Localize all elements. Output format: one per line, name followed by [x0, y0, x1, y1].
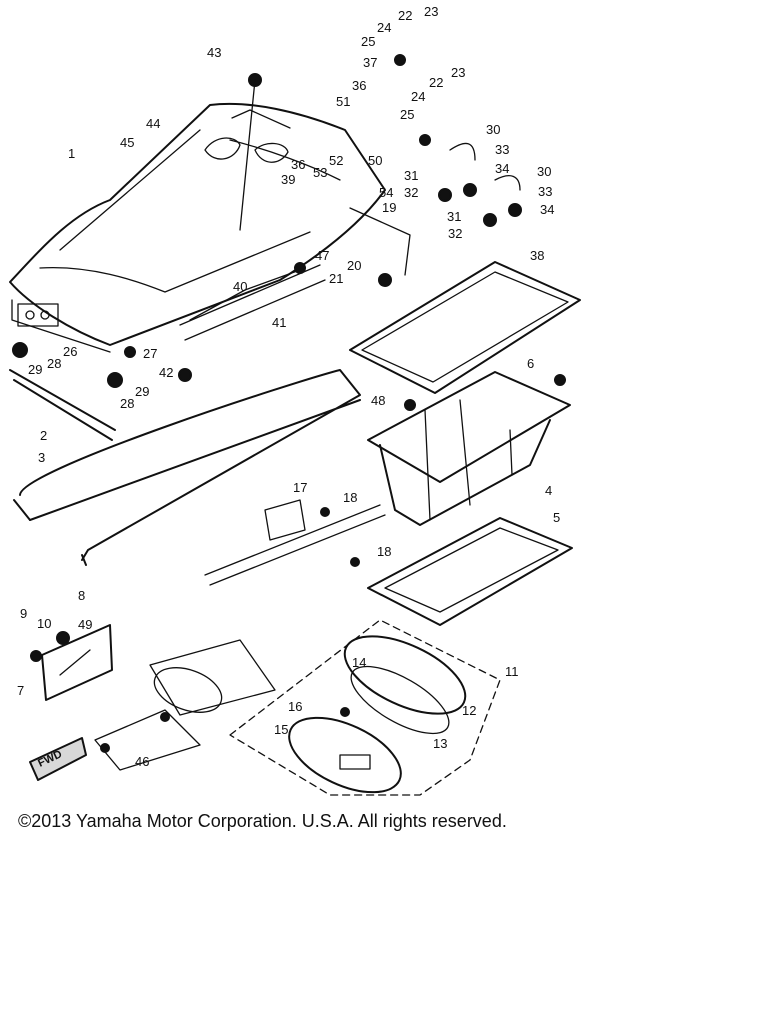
callout-44: 44 [146, 116, 160, 131]
callout-37: 37 [363, 55, 377, 70]
callout-34a: 34 [495, 161, 509, 176]
callout-17: 17 [293, 480, 307, 495]
callout-51: 51 [336, 94, 350, 109]
callout-46: 46 [135, 754, 149, 769]
callout-15: 15 [274, 722, 288, 737]
callout-30a: 30 [486, 122, 500, 137]
callout-14: 14 [352, 655, 366, 670]
parts-exploded-diagram: FWD 1 2 3 4 5 6 7 8 [9, 4, 581, 796]
callout-33a: 33 [495, 142, 509, 157]
callout-1: 1 [68, 146, 75, 161]
callout-39: 39 [281, 172, 295, 187]
callout-47: 47 [315, 248, 329, 263]
callout-8: 8 [78, 588, 85, 603]
callout-labels: 1 2 3 4 5 6 7 8 9 10 11 12 13 14 15 16 1… [17, 4, 560, 769]
callout-43: 43 [207, 45, 221, 60]
callout-9: 9 [20, 606, 27, 621]
callout-3: 3 [38, 450, 45, 465]
callout-2: 2 [40, 428, 47, 443]
callout-53: 53 [313, 165, 327, 180]
callout-7: 7 [17, 683, 24, 698]
callout-25b: 25 [400, 107, 414, 122]
callout-18b: 18 [377, 544, 391, 559]
callout-27: 27 [143, 346, 157, 361]
callout-22a: 22 [398, 8, 412, 23]
callout-29a: 29 [28, 362, 42, 377]
callout-28a: 28 [47, 356, 61, 371]
callout-49: 49 [78, 617, 92, 632]
callout-22b: 22 [429, 75, 443, 90]
fasteners [12, 54, 566, 753]
copyright-notice: ©2013 Yamaha Motor Corporation. U.S.A. A… [18, 811, 507, 831]
hatch-assembly [229, 619, 501, 796]
hood-cover [9, 102, 386, 353]
cable-guides [179, 207, 411, 586]
bracket-plate [41, 624, 113, 701]
callout-13: 13 [433, 736, 447, 751]
callout-24b: 24 [411, 89, 425, 104]
callout-40: 40 [233, 279, 247, 294]
callout-29b: 29 [135, 384, 149, 399]
callout-26: 26 [63, 344, 77, 359]
callout-19: 19 [382, 200, 396, 215]
callout-6: 6 [527, 356, 534, 371]
callout-52: 52 [329, 153, 343, 168]
callout-42: 42 [159, 365, 173, 380]
gasket-frame [349, 261, 581, 394]
fwd-sign: FWD [29, 737, 87, 781]
callout-36b: 36 [291, 157, 305, 172]
callout-20: 20 [347, 258, 361, 273]
callout-4: 4 [545, 483, 552, 498]
callout-28b: 28 [120, 396, 134, 411]
rail-trim [9, 369, 361, 566]
callout-12: 12 [462, 703, 476, 718]
callout-45: 45 [120, 135, 134, 150]
callout-18a: 18 [343, 490, 357, 505]
storage-tray [367, 371, 571, 526]
callout-30b: 30 [537, 164, 551, 179]
callout-38: 38 [530, 248, 544, 263]
callout-5: 5 [553, 510, 560, 525]
callout-33b: 33 [538, 184, 552, 199]
callout-31b: 31 [447, 209, 461, 224]
callout-16: 16 [288, 699, 302, 714]
callout-32b: 32 [448, 226, 462, 241]
callout-11: 11 [505, 664, 519, 679]
callout-36a: 36 [352, 78, 366, 93]
callout-31a: 31 [404, 168, 418, 183]
callout-48: 48 [371, 393, 385, 408]
callout-41: 41 [272, 315, 286, 330]
callout-10: 10 [37, 616, 51, 631]
callout-23a: 23 [424, 4, 438, 19]
gasket-plate [367, 517, 573, 626]
callout-23b: 23 [451, 65, 465, 80]
callout-21: 21 [329, 271, 343, 286]
callout-32a: 32 [404, 185, 418, 200]
callout-50: 50 [368, 153, 382, 168]
callout-54: 54 [379, 185, 393, 200]
hatch-cutouts [94, 639, 276, 771]
callout-34b: 34 [540, 202, 554, 217]
callout-25a: 25 [361, 34, 375, 49]
callout-24a: 24 [377, 20, 391, 35]
